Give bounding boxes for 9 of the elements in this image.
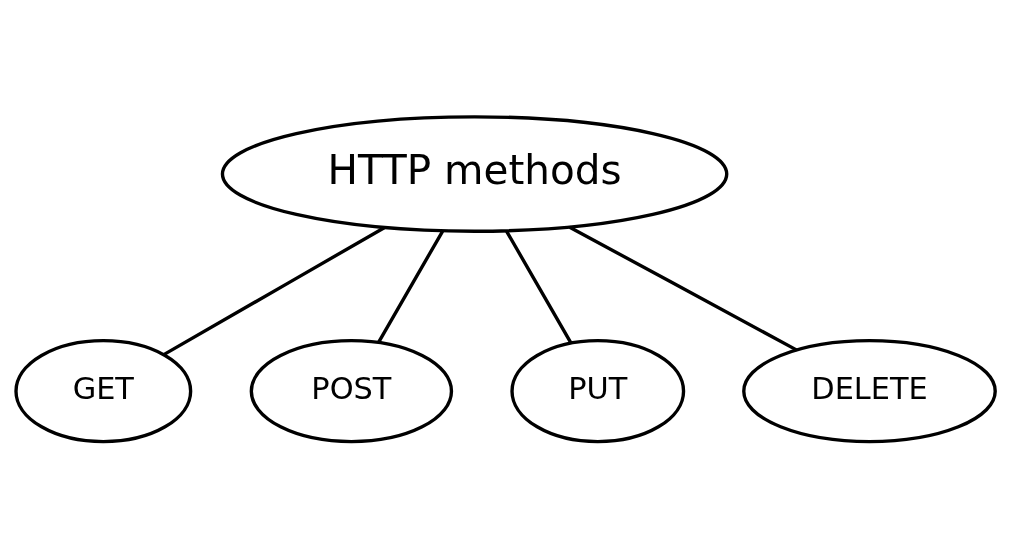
connector bbox=[162, 225, 386, 356]
connector bbox=[376, 229, 444, 344]
node-ellipse: POST bbox=[249, 338, 454, 443]
node-ellipse: HTTP methods bbox=[220, 114, 729, 233]
connector bbox=[568, 225, 798, 352]
node-ellipse: GET bbox=[14, 338, 193, 443]
connector bbox=[505, 229, 573, 344]
node-ellipse: DELETE bbox=[742, 338, 997, 443]
node-ellipse: PUT bbox=[510, 338, 686, 443]
